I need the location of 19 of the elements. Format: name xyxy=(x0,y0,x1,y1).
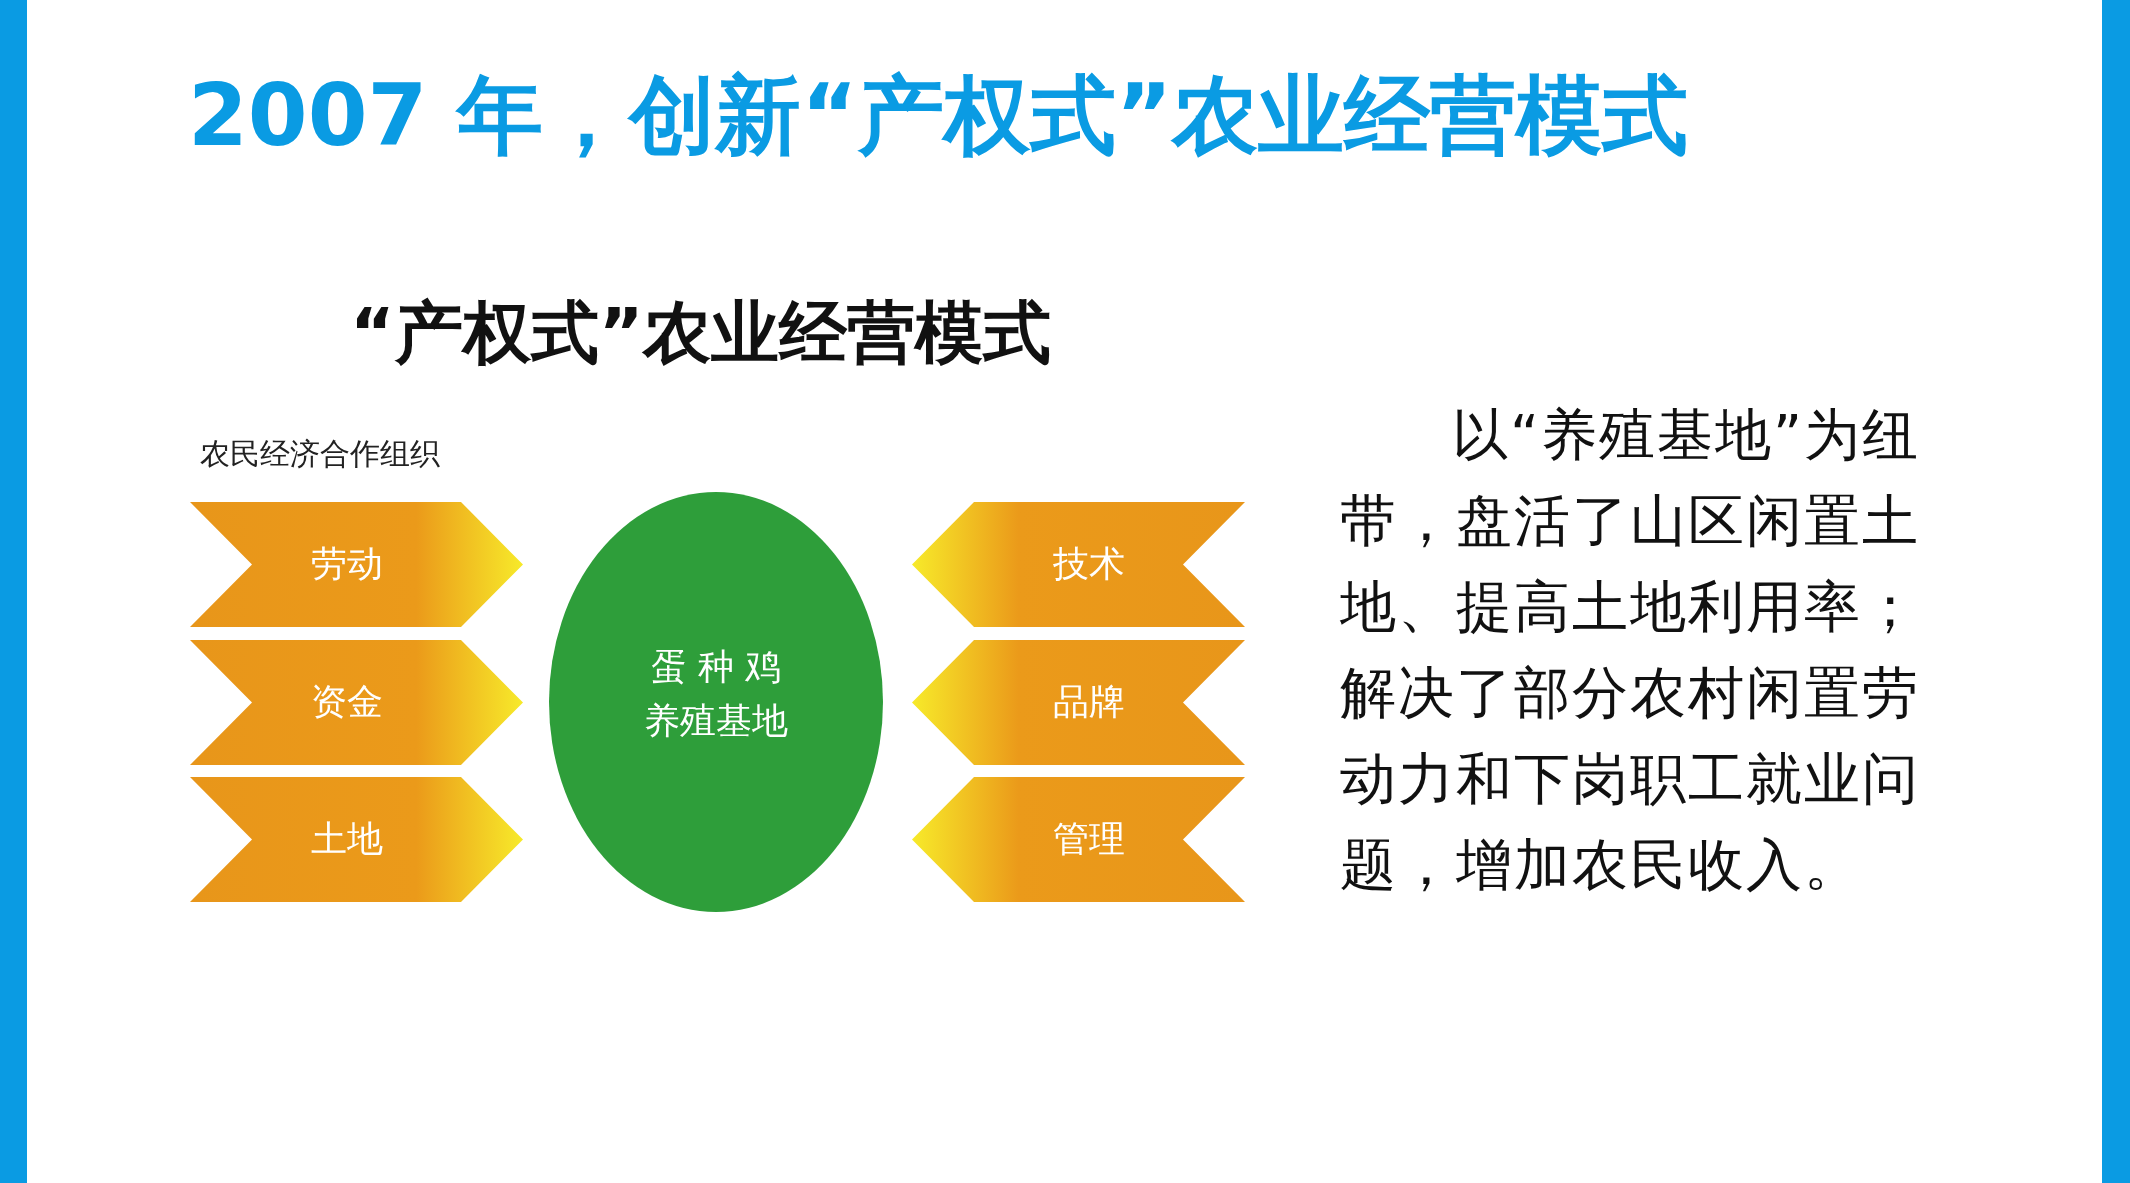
chevron-label: 资金 xyxy=(310,680,383,724)
notched-banner xyxy=(190,777,523,902)
chevron-label: 劳动 xyxy=(310,542,383,586)
group-label: 农民经济合作组织 xyxy=(200,435,440,473)
description-paragraph: 以“养殖基地”为纽带，盘活了山区闲置土地、提高土地利用率；解决了部分农村闲置劳动力和下岗职工就业问题，增加农民收入。 xyxy=(1340,401,1922,899)
chevron-label: 管理 xyxy=(1052,817,1125,861)
notched-banner xyxy=(190,502,523,627)
notched-banner xyxy=(912,502,1245,627)
chevron-label: 技术 xyxy=(1052,542,1125,586)
base-ellipse xyxy=(549,492,883,912)
notched-banner xyxy=(912,777,1245,902)
chevron-label: 品牌 xyxy=(1052,680,1125,724)
notched-banner xyxy=(912,640,1245,765)
slide-title: 2007 年，创新“产权式”农业经营模式 xyxy=(188,64,1689,167)
ellipse-label: 养殖基地 xyxy=(644,699,788,743)
chevron-label: 土地 xyxy=(310,817,383,861)
ellipse-label: 蛋 种 鸡 xyxy=(650,645,782,689)
notched-banner xyxy=(190,640,523,765)
diagram-heading: “产权式”农业经营模式 xyxy=(350,292,1052,374)
